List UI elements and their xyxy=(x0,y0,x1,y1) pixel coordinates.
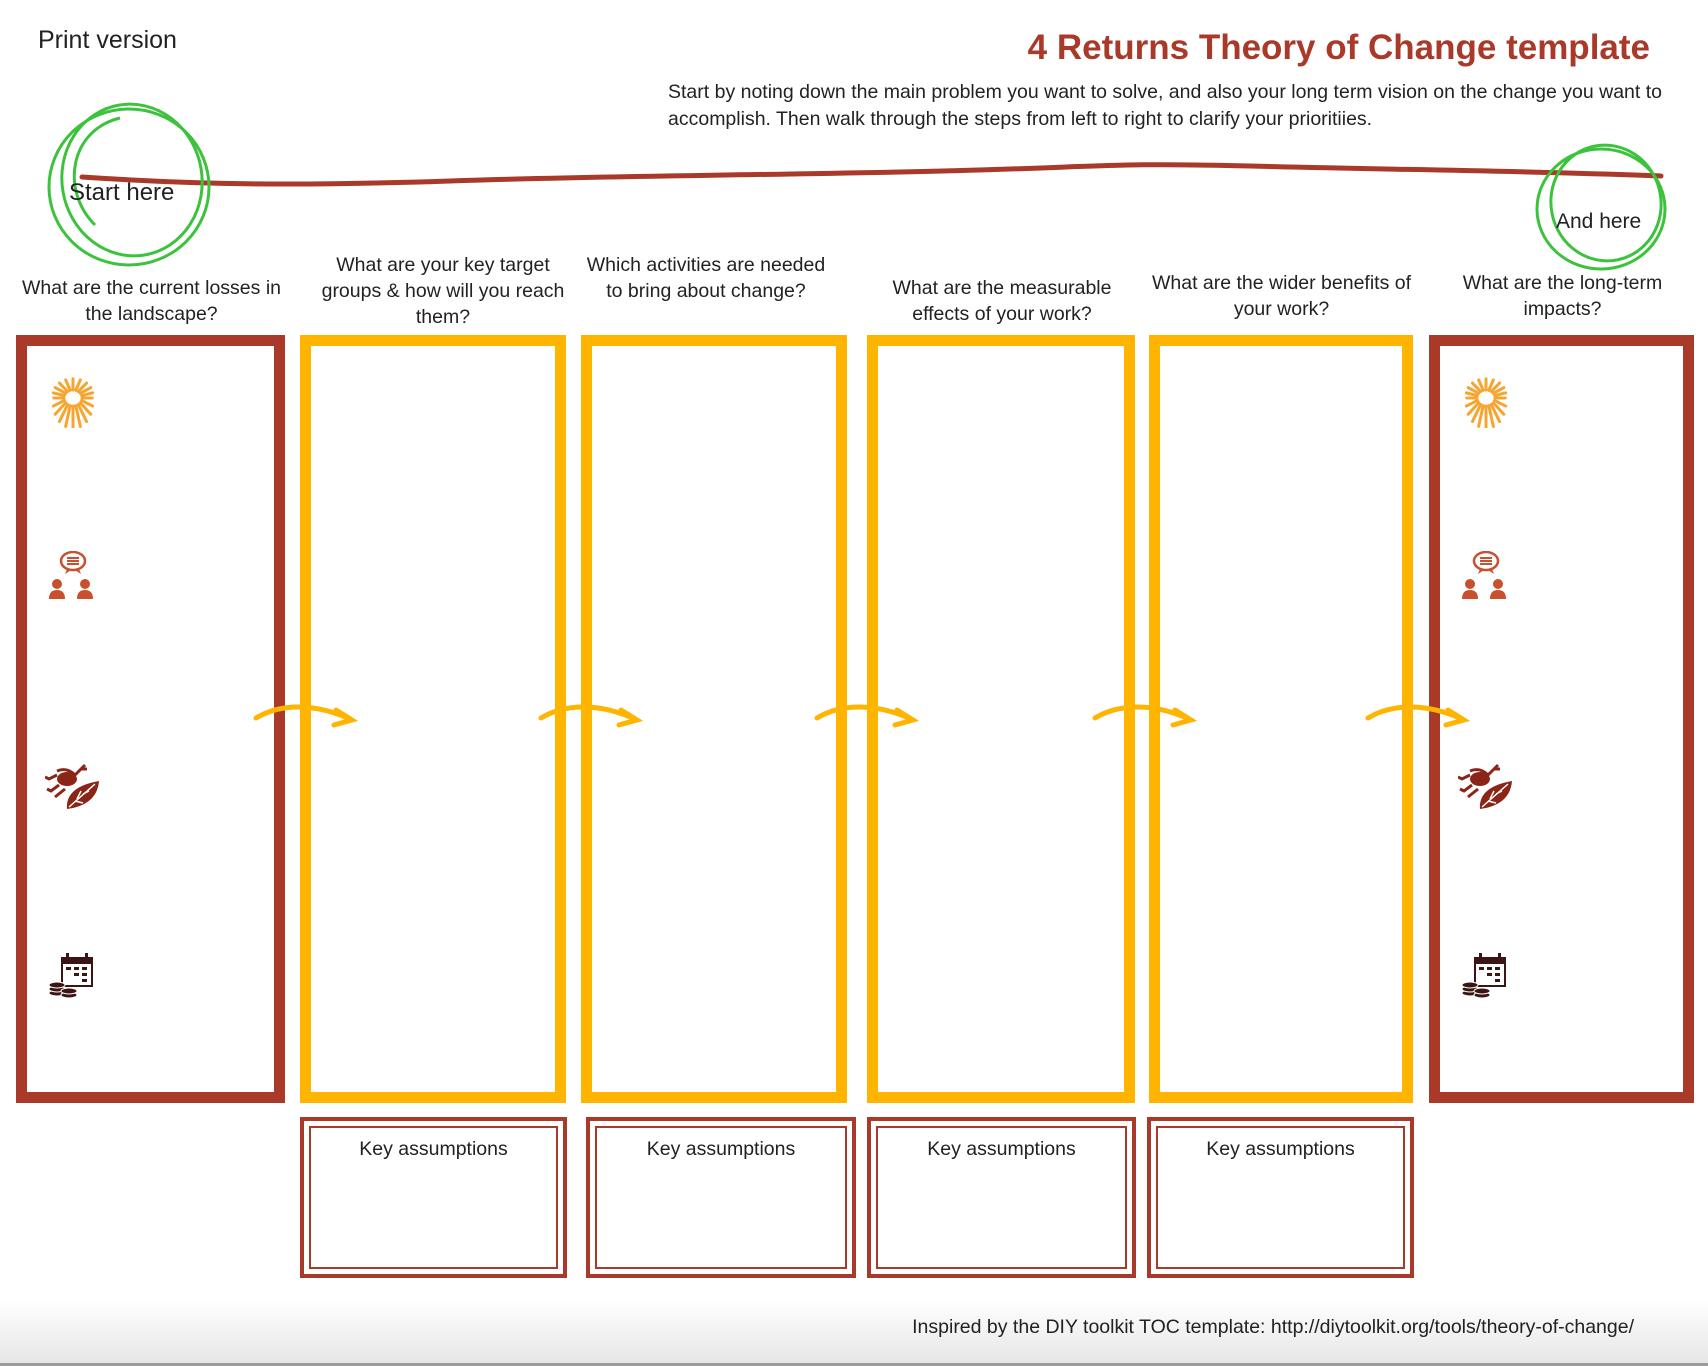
timeline-line xyxy=(79,162,1664,187)
assumptions-box-2[interactable]: Key assumptions xyxy=(586,1117,856,1278)
question-impacts: What are the long-term impacts? xyxy=(1462,272,1663,320)
question-target-groups: What are your key target groups & how wi… xyxy=(321,254,565,328)
social-people-icon xyxy=(1458,550,1514,603)
and-here-label: And here xyxy=(1556,210,1642,233)
question-activities: Which activities are needed to bring abo… xyxy=(586,254,826,302)
question-effects: What are the measurable effects of your … xyxy=(892,277,1112,325)
question-losses: What are the current losses in the lands… xyxy=(21,277,282,325)
inspiration-heart-icon xyxy=(1458,376,1514,430)
footer-band xyxy=(0,1300,1708,1366)
assumptions-box-4[interactable]: Key assumptions xyxy=(1147,1117,1414,1278)
print-version-label: Print version xyxy=(38,26,177,54)
assumptions-label: Key assumptions xyxy=(876,1126,1127,1269)
assumptions-label: Key assumptions xyxy=(595,1126,847,1269)
assumptions-box-1[interactable]: Key assumptions xyxy=(300,1117,567,1278)
intro-text: Start by noting down the main problem yo… xyxy=(668,81,1662,130)
question-benefits: What are the wider benefits of your work… xyxy=(1151,272,1412,320)
page-title: 4 Returns Theory of Change template xyxy=(1027,28,1650,67)
inspiration-heart-icon xyxy=(45,376,101,430)
assumptions-label: Key assumptions xyxy=(309,1126,558,1269)
natural-frog-leaf-icon xyxy=(44,761,101,813)
end-circle xyxy=(1535,143,1667,271)
start-here-label: Start here xyxy=(69,179,175,206)
natural-frog-leaf-icon xyxy=(1457,761,1514,813)
social-people-icon xyxy=(45,550,101,603)
assumptions-box-3[interactable]: Key assumptions xyxy=(867,1117,1136,1278)
footer-credit: Inspired by the DIY toolkit TOC template… xyxy=(912,1316,1634,1338)
column-activities[interactable] xyxy=(581,335,847,1103)
column-target-groups[interactable] xyxy=(300,335,566,1103)
financial-calendar-coins-icon xyxy=(45,951,101,1003)
financial-calendar-coins-icon xyxy=(1458,951,1514,1003)
column-losses[interactable] xyxy=(16,335,285,1103)
column-effects[interactable] xyxy=(867,335,1135,1103)
column-impacts[interactable] xyxy=(1429,335,1694,1103)
column-benefits[interactable] xyxy=(1149,335,1413,1103)
assumptions-label: Key assumptions xyxy=(1156,1126,1405,1269)
